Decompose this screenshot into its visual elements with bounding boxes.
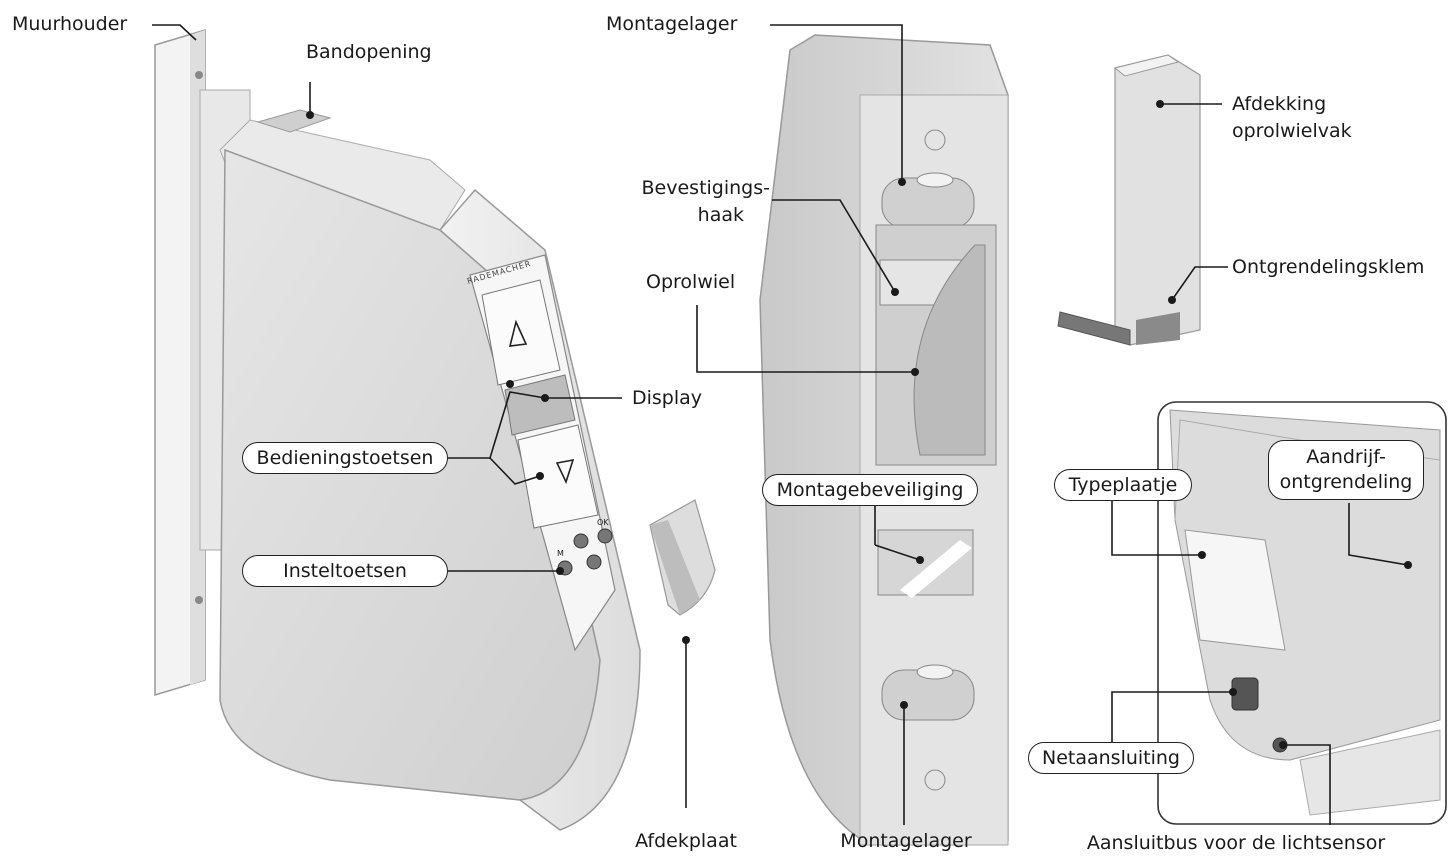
label-aandrijf-1: Aandrijf- [1306, 446, 1386, 468]
m-key-text: M [557, 549, 564, 558]
label-aandrijf-2: ontgrendeling [1279, 471, 1413, 493]
middle-device-housing [759, 34, 1009, 846]
leader-lines [152, 24, 1409, 825]
leader-dots [306, 100, 1412, 749]
label-display: Display [632, 387, 703, 409]
label-aansluitbus: Aansluitbus voor de lichtsensor [1086, 832, 1386, 854]
label-typeplaatje: Typeplaatje [1054, 469, 1192, 501]
label-montagelager-bottom: Montagelager [840, 830, 972, 852]
reel-cover [1057, 54, 1201, 346]
cover-plate [649, 499, 716, 616]
label-insteltoetsen: Insteltoetsen [242, 555, 448, 587]
label-bedieningstoetsen: Bedieningstoetsen [242, 442, 448, 474]
label-aandrijfontgrendeling: Aandrijf- ontgrendeling [1268, 440, 1424, 500]
label-montagebeveiliging: Montagebeveiliging [762, 474, 978, 506]
label-afdekking-1: Afdekking [1232, 93, 1327, 115]
label-bevestigingshaak-1: Bevestigings- [641, 177, 770, 199]
label-montagelager-top: Montagelager [606, 13, 738, 35]
label-bandopening: Bandopening [306, 41, 432, 63]
label-oprolwiel: Oprolwiel [646, 271, 736, 293]
label-afdekplaat: Afdekplaat [635, 830, 737, 852]
label-muurhouder: Muurhouder [12, 13, 128, 35]
left-device-housing [219, 109, 641, 831]
ok-key-text: OK [597, 518, 609, 527]
label-netaansluiting: Netaansluiting [1028, 742, 1194, 774]
label-bevestigingshaak-2: haak [697, 204, 744, 226]
label-afdekking-2: oprolwielvak [1232, 120, 1352, 142]
label-ontgrendelingsklem: Ontgrendelingsklem [1232, 256, 1425, 278]
